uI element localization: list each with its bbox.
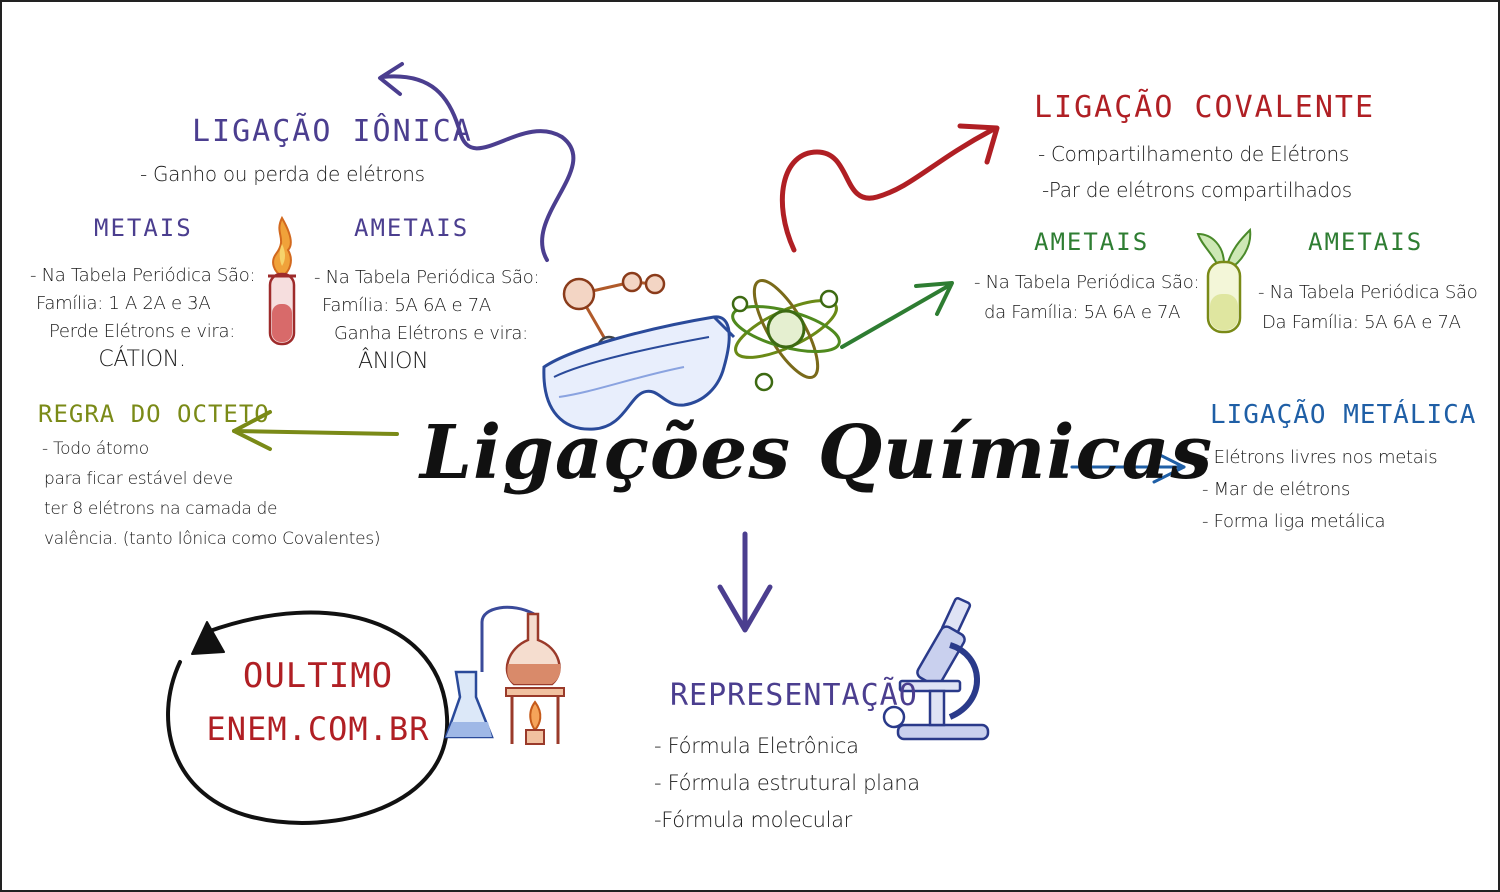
metais-heading: METAIS: [94, 214, 193, 242]
brand-circle: [166, 610, 450, 825]
representacao-line: -Fórmula molecular: [654, 808, 853, 832]
representacao-line: - Fórmula Eletrônica: [654, 734, 859, 758]
octeto-arrowhead: [232, 410, 272, 451]
octeto-line: valência. (tanto Iônica como Covalentes): [44, 529, 381, 549]
ametais-ionica-line: ÂNION: [358, 349, 429, 374]
metais-line: Perde Elétrons e vira:: [49, 321, 235, 342]
representacao-line: - Fórmula estrutural plana: [654, 771, 920, 795]
test-tube-fire-icon: [268, 215, 296, 346]
ametais-cov-left-line: da Família: 5A 6A e 7A: [984, 302, 1181, 323]
ametais-ionica-line: Ganha Elétrons e vira:: [334, 323, 528, 344]
ametais-ionica-block: - Na Tabela Periódica São: Família: 5A 6…: [314, 264, 549, 376]
octeto-arrow: [232, 429, 399, 436]
covalente-heading: LIGAÇÃO COVALENTE: [1034, 90, 1376, 125]
ametais-arrowhead: [914, 281, 954, 316]
ionica-heading: LIGAÇÃO IÔNICA: [192, 114, 473, 149]
ametais-cov-right-block: - Na Tabela Periódica São Da Família: 5A…: [1258, 278, 1478, 338]
covalente-line: - Compartilhamento de Elétrons: [1038, 142, 1350, 166]
representacao-heading: REPRESENTAÇÃO: [670, 678, 918, 713]
metais-block: - Na Tabela Periódica São: Família: 1 A …: [22, 262, 262, 374]
atom-icon: [731, 279, 841, 392]
metalica-line: - Mar de elétrons: [1202, 479, 1351, 500]
ametais-arrow: [840, 283, 952, 349]
representacao-block: - Fórmula Eletrônica - Fórmula estrutura…: [654, 728, 920, 839]
ametais-ionica-line: Família: 5A 6A e 7A: [322, 295, 491, 316]
plant-test-tube-icon: [1196, 227, 1252, 334]
metalica-heading: LIGAÇÃO METÁLICA: [1210, 400, 1477, 430]
octeto-line: para ficar estável deve: [44, 469, 233, 489]
metais-line: - Na Tabela Periódica São:: [30, 265, 256, 286]
lab-flasks-icon: [444, 605, 565, 745]
covalente-block: - Compartilhamento de Elétrons -Par de e…: [1038, 136, 1352, 208]
safety-goggles-icon: [542, 315, 736, 431]
representacao-arrowhead: [717, 584, 773, 633]
ionica-squiggle-arrow: [380, 74, 576, 262]
ametais-cov-left-heading: AMETAIS: [1034, 228, 1150, 256]
ametais-ionica-heading: AMETAIS: [354, 214, 470, 242]
covalente-squiggle-arrow: [779, 127, 995, 253]
covalente-arrowhead: [957, 123, 1000, 165]
ionica-arrowhead: [378, 62, 404, 96]
ametais-cov-left-line: - Na Tabela Periódica São:: [974, 272, 1200, 293]
brand-line-2: ENEM.COM.BR: [206, 710, 430, 748]
octeto-line: ter 8 elétrons na camada de: [44, 499, 278, 519]
ionica-subtitle: - Ganho ou perda de elétrons: [140, 162, 425, 186]
metalica-block: - Elétrons livres nos metais - Mar de el…: [1202, 442, 1438, 538]
ametais-cov-right-heading: AMETAIS: [1308, 228, 1424, 256]
metalica-line: - Forma liga metálica: [1202, 511, 1386, 532]
ametais-cov-right-line: - Na Tabela Periódica São: [1258, 282, 1478, 303]
metalica-arrowhead: [1152, 450, 1186, 484]
metalica-line: - Elétrons livres nos metais: [1202, 447, 1438, 468]
ametais-cov-left-block: - Na Tabela Periódica São: da Família: 5…: [974, 268, 1200, 328]
metais-line: Família: 1 A 2A e 3A: [36, 293, 211, 314]
ametais-cov-right-line: Da Família: 5A 6A e 7A: [1262, 312, 1461, 333]
octeto-line: - Todo átomo: [42, 439, 149, 459]
octeto-block: - Todo átomo para ficar estável deve ter…: [42, 434, 381, 554]
brand-circle-arrowhead: [191, 621, 225, 655]
ametais-ionica-line: - Na Tabela Periódica São:: [314, 267, 540, 288]
covalente-line: -Par de elétrons compartilhados: [1042, 178, 1352, 202]
metais-line: CÁTION.: [98, 347, 186, 372]
main-title: Ligações Químicas: [420, 410, 1214, 496]
octeto-heading: REGRA DO OCTETO: [38, 400, 270, 428]
brand-line-1: OULTIMO: [242, 656, 394, 696]
microscope-icon: [882, 597, 990, 741]
